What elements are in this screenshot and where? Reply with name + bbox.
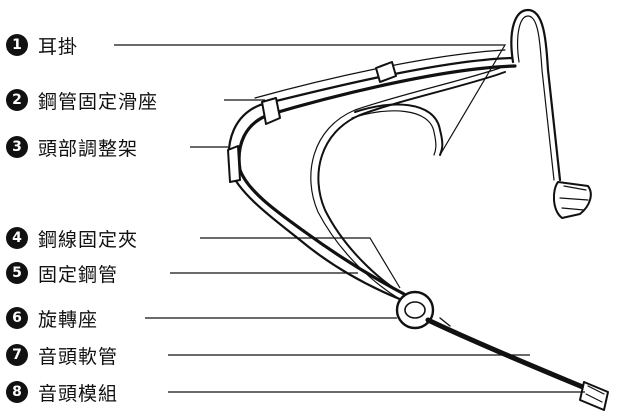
label-row-2: 2 鋼管固定滑座 xyxy=(6,87,158,113)
number-badge: 2 xyxy=(6,89,28,111)
label-row-6: 6 旋轉座 xyxy=(6,305,98,331)
mic-capsule xyxy=(579,381,609,411)
adjuster-left xyxy=(227,145,241,183)
number-badge: 3 xyxy=(6,136,28,158)
label-text: 鋼管固定滑座 xyxy=(38,90,159,113)
rotating-base xyxy=(395,290,435,330)
number-badge: 1 xyxy=(6,34,28,56)
leader-line-1 xyxy=(114,44,507,156)
slider-left xyxy=(261,97,281,125)
flexible-boom xyxy=(425,317,588,391)
inner-ear-loop xyxy=(317,71,506,293)
left-arc xyxy=(354,103,444,156)
leader-line-4 xyxy=(200,237,401,289)
number-badge: 8 xyxy=(6,381,28,403)
label-text: 旋轉座 xyxy=(38,308,99,331)
label-text: 鋼線固定夾 xyxy=(38,228,139,251)
right-end-cap xyxy=(552,181,592,219)
label-text: 音頭模組 xyxy=(38,382,119,405)
slider-upper xyxy=(375,61,397,83)
number-badge: 4 xyxy=(6,227,28,249)
label-text: 音頭軟管 xyxy=(38,345,119,368)
ear-hook-right xyxy=(510,8,562,182)
number-badge: 6 xyxy=(6,307,28,329)
label-row-4: 4 鋼線固定夾 xyxy=(6,225,138,251)
label-text: 固定鋼管 xyxy=(38,263,119,286)
number-badge: 7 xyxy=(6,344,28,366)
label-row-3: 3 頭部調整架 xyxy=(6,134,138,160)
label-text: 耳掛 xyxy=(38,35,79,58)
label-row-1: 1 耳掛 xyxy=(6,32,78,58)
label-row-8: 8 音頭模組 xyxy=(6,379,118,405)
label-row-7: 7 音頭軟管 xyxy=(6,342,118,368)
label-row-5: 5 固定鋼管 xyxy=(6,260,118,286)
number-badge: 5 xyxy=(6,262,28,284)
label-text: 頭部調整架 xyxy=(38,137,139,160)
